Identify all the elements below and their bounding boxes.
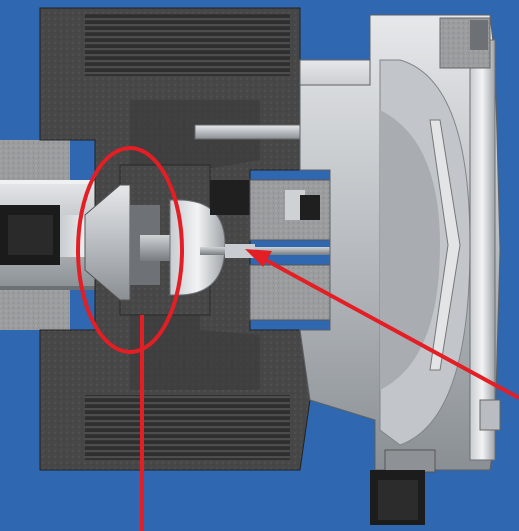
arrow-to-shaft — [261, 256, 519, 400]
arrowhead — [245, 249, 272, 267]
annotation-layer — [76, 146, 519, 531]
pump-casing — [299, 14, 501, 525]
rotor-disc — [84, 184, 226, 301]
ellipse-highlight — [76, 146, 184, 354]
